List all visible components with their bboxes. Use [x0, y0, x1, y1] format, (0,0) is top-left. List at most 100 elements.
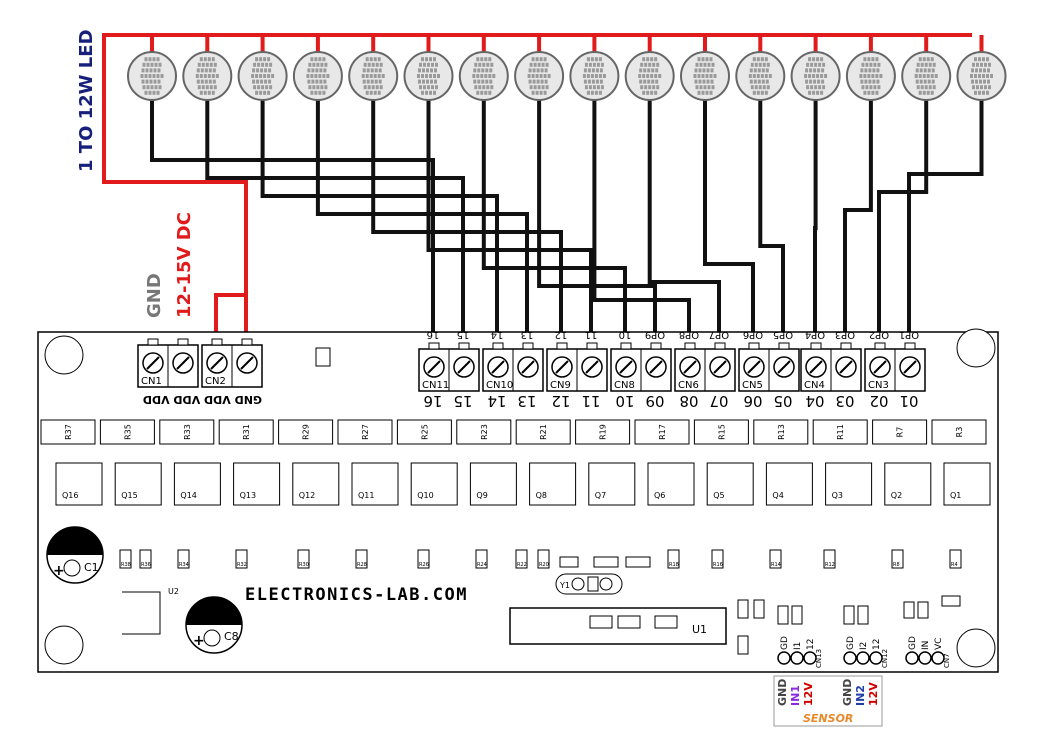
- svg-text:R21: R21: [539, 424, 548, 440]
- svg-text:R33: R33: [183, 424, 192, 440]
- transistor: Q4: [765, 462, 813, 506]
- svg-text:R25: R25: [420, 424, 429, 440]
- small-component: [315, 347, 331, 367]
- resistor: R3: [931, 419, 987, 445]
- mount-hole-bottom-right: [956, 628, 996, 668]
- small-resistor: R28: [355, 549, 368, 569]
- led: [956, 51, 1007, 101]
- resistor: R19: [575, 419, 631, 445]
- terminal-cn11: CN11: [418, 342, 480, 392]
- power-pin-labels: GND VDD VDD VDD: [143, 393, 262, 406]
- led-wire: [703, 100, 755, 338]
- svg-text:R3: R3: [955, 427, 964, 438]
- svg-text:CN7: CN7: [943, 653, 951, 668]
- dc-input-label: 12-15V DC: [174, 212, 195, 318]
- svg-text:Q9: Q9: [476, 491, 487, 500]
- u2-outline: [122, 591, 161, 635]
- resistor: R17: [634, 419, 690, 445]
- transistor: Q16: [55, 462, 103, 506]
- small-resistor: R34: [177, 549, 190, 569]
- svg-text:R17: R17: [658, 424, 667, 440]
- terminal-top-label: OP3: [835, 329, 855, 340]
- resistor: R11: [812, 419, 868, 445]
- svg-text:R32: R32: [237, 562, 247, 568]
- svg-text:GD: GD: [780, 636, 790, 650]
- svg-text:R12: R12: [825, 562, 835, 568]
- svg-text:R24: R24: [477, 562, 487, 568]
- svg-text:Q12: Q12: [299, 491, 315, 500]
- small-resistor: R30: [297, 549, 310, 569]
- led: [348, 51, 399, 101]
- led: [845, 51, 896, 101]
- output-label: 16: [423, 392, 442, 410]
- small-resistor: R14: [769, 549, 782, 569]
- svg-text:R19: R19: [599, 424, 608, 440]
- small-resistor: R20: [537, 549, 550, 569]
- connector-label: CN8: [614, 380, 635, 391]
- led: [514, 51, 565, 101]
- terminal-top-label: 13: [521, 329, 534, 340]
- small-resistor: R24: [475, 549, 488, 569]
- terminal-cn1: CN1: [137, 338, 199, 388]
- terminal-cn9: CN9: [546, 342, 608, 392]
- terminal-cn4: CN4: [800, 342, 862, 392]
- led-wire: [371, 100, 563, 338]
- led-wire: [315, 100, 529, 338]
- led-array: [127, 51, 1007, 101]
- svg-text:R26: R26: [419, 562, 429, 568]
- small-resistor: R4: [949, 549, 962, 569]
- terminal-top-label: 16: [427, 329, 440, 340]
- output-label: 03: [835, 392, 854, 410]
- mount-hole-top-right: [956, 328, 996, 368]
- resistor: R13: [753, 419, 809, 445]
- led: [624, 51, 675, 101]
- transistor: Q9: [469, 462, 517, 506]
- led: [790, 51, 841, 101]
- svg-text:CN12: CN12: [881, 649, 889, 668]
- output-label: 14: [487, 392, 506, 410]
- small-resistor: R8: [891, 549, 904, 569]
- transistor: Q8: [529, 462, 577, 506]
- transistor: Q5: [706, 462, 754, 506]
- svg-text:R22: R22: [517, 562, 527, 568]
- led-wire: [592, 100, 691, 338]
- connector-label: CN4: [804, 380, 825, 391]
- terminal-cn6: CN6: [674, 342, 736, 392]
- svg-text:Q6: Q6: [654, 491, 665, 500]
- transistor: Q14: [173, 462, 221, 506]
- resistor: R27: [337, 419, 393, 445]
- svg-text:R38: R38: [121, 562, 131, 568]
- svg-text:R23: R23: [480, 424, 489, 440]
- resistor: R15: [693, 419, 749, 445]
- sensor-pin-label: GND: [776, 679, 789, 706]
- svg-text:R27: R27: [361, 424, 370, 440]
- y1-label: Y1: [559, 581, 570, 590]
- connector-label: CN2: [205, 376, 226, 387]
- small-resistor: R36: [139, 549, 152, 569]
- u1-label: U1: [692, 623, 707, 636]
- terminal-top-label: OP4: [805, 329, 825, 340]
- output-label: 01: [899, 392, 918, 410]
- transistor: Q7: [588, 462, 636, 506]
- led: [458, 51, 509, 101]
- led-wire: [647, 100, 721, 338]
- output-label: 02: [869, 392, 888, 410]
- led-return-wiring: [150, 100, 984, 338]
- small-resistor: R32: [235, 549, 248, 569]
- svg-text:Q16: Q16: [62, 491, 78, 500]
- output-label: 15: [453, 392, 472, 410]
- terminal-top-label: 10: [619, 329, 632, 340]
- transistor: Q11: [351, 462, 399, 506]
- connector-label: CN9: [550, 380, 571, 391]
- svg-text:R7: R7: [896, 427, 905, 438]
- svg-text:Q7: Q7: [595, 491, 606, 500]
- svg-text:GD: GD: [908, 636, 918, 650]
- led: [237, 51, 288, 101]
- svg-text:Q8: Q8: [536, 491, 547, 500]
- svg-text:R36: R36: [141, 562, 151, 568]
- svg-text:Q15: Q15: [121, 491, 137, 500]
- small-resistor: R26: [417, 549, 430, 569]
